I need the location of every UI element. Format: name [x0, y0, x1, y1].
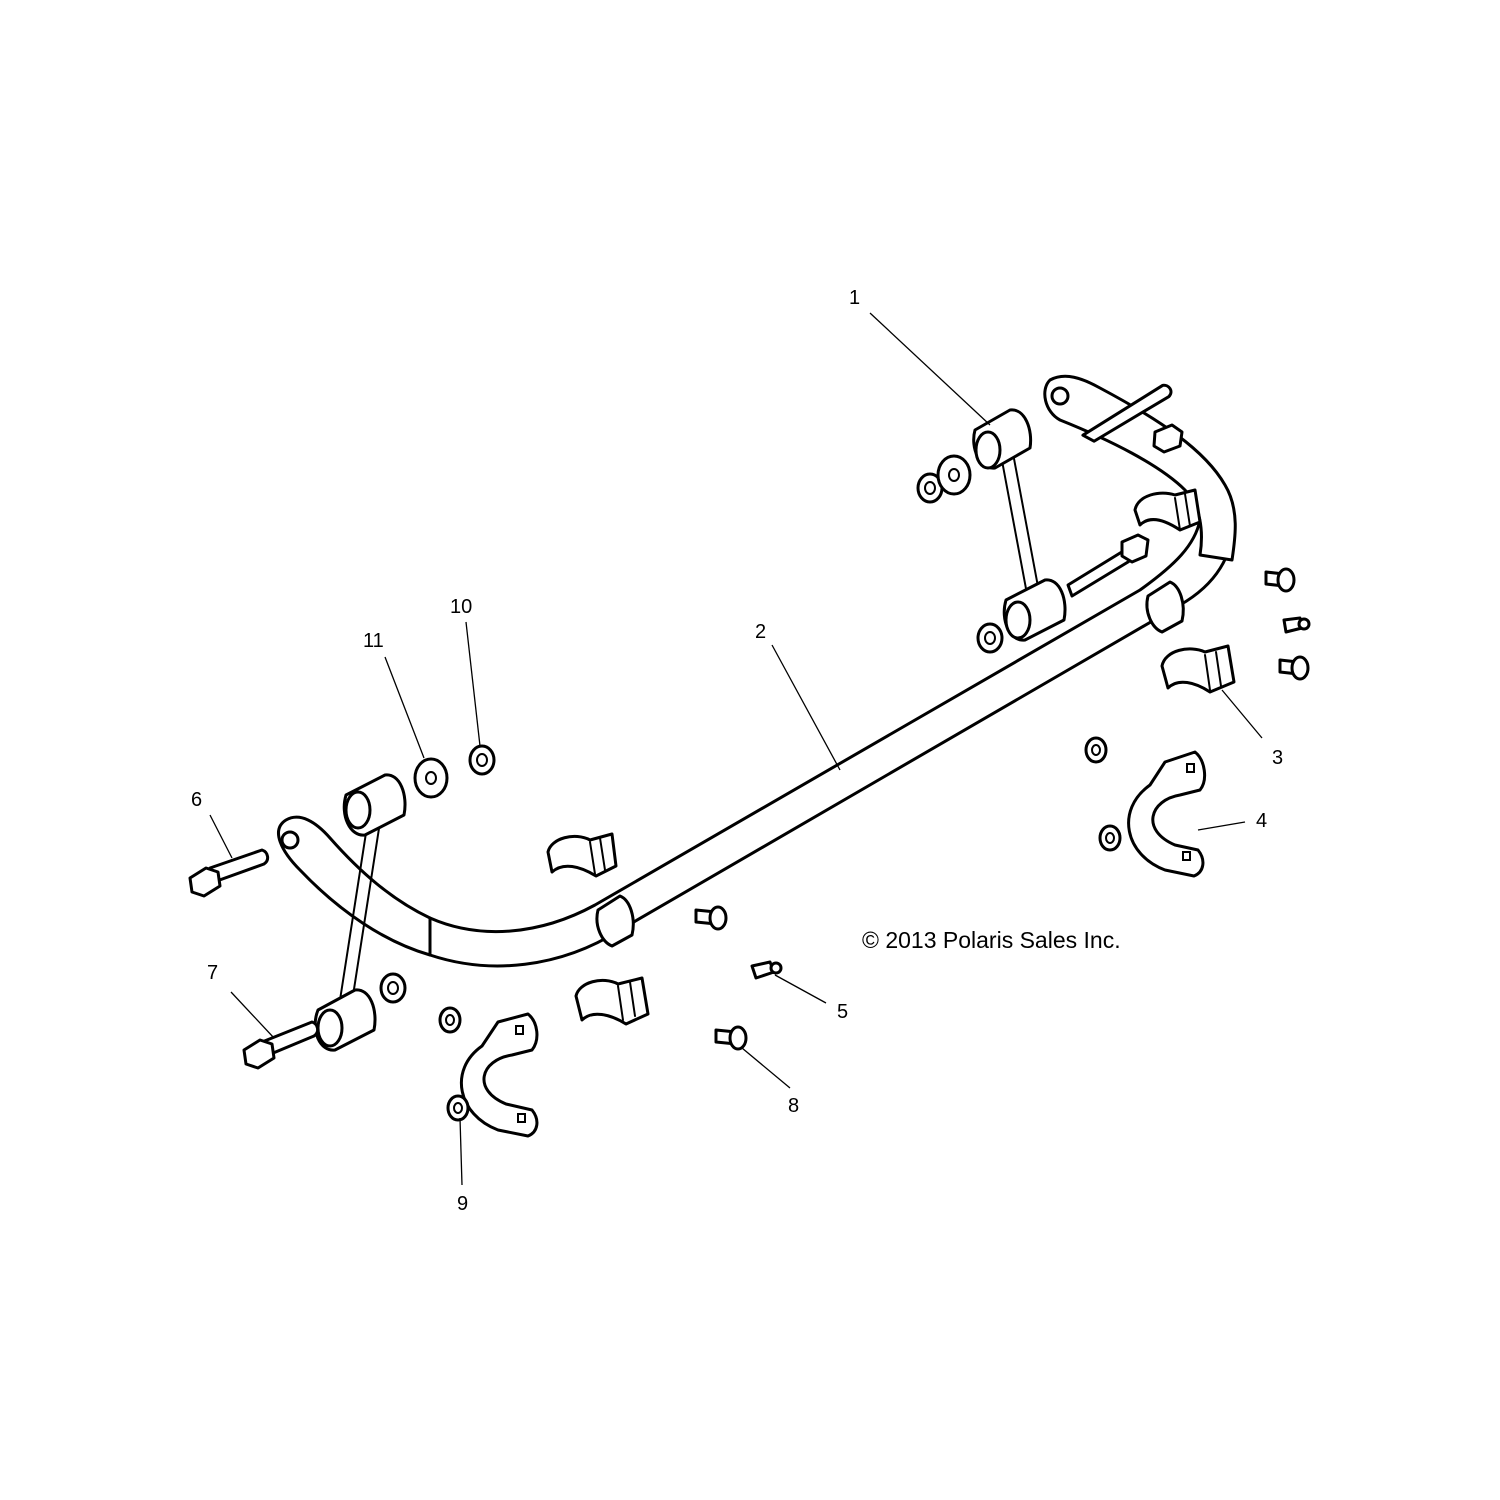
bracket-nut-4 — [1098, 824, 1122, 852]
callout-9: 9 — [457, 1193, 468, 1215]
link-bolt-lower-left — [242, 1020, 320, 1070]
grease-fitting-2 — [1282, 616, 1311, 634]
washer-left — [413, 757, 449, 799]
callouts: 1 2 3 4 5 6 7 8 9 10 11 — [191, 287, 1283, 1215]
bushing-bracket-left — [459, 1012, 539, 1138]
callout-2: 2 — [755, 621, 766, 643]
bracket-nut-2 — [446, 1094, 470, 1122]
callout-6: 6 — [191, 789, 202, 811]
stabilizer-bar — [277, 374, 1237, 968]
leader-lines — [209, 312, 1263, 1186]
stabilizer-link-right — [972, 408, 1067, 642]
link-nut-right-lower — [976, 622, 1004, 654]
washer-right — [936, 454, 972, 496]
bushing-bracket-right — [1127, 750, 1207, 878]
link-nut-left-upper — [468, 744, 496, 776]
bracket-bolt-2 — [714, 1025, 748, 1051]
bracket-bolt-4 — [1278, 655, 1310, 681]
bracket-nut-1 — [438, 1006, 462, 1034]
bracket-nut-3 — [1084, 736, 1108, 764]
bar-bushing-upper-right — [1133, 488, 1202, 532]
callout-1: 1 — [849, 287, 860, 309]
bar-bushing-lower-right — [1160, 644, 1236, 694]
bracket-bolt-3 — [1264, 567, 1296, 593]
link-bolt-upper-left — [188, 848, 270, 898]
link-nut-right-upper — [916, 472, 944, 504]
callout-4: 4 — [1256, 810, 1267, 832]
bar-bushing-lower-left — [574, 976, 650, 1026]
callout-10: 10 — [450, 596, 472, 618]
link-bolt-upper-right — [1081, 383, 1184, 454]
link-bolt-lower-right — [1066, 533, 1150, 598]
callout-5: 5 — [837, 1001, 848, 1023]
copyright-notice: © 2013 Polaris Sales Inc. — [862, 927, 1121, 953]
callout-7: 7 — [207, 962, 218, 984]
grease-fitting-1 — [750, 960, 783, 980]
callout-11: 11 — [363, 630, 384, 652]
callout-8: 8 — [788, 1095, 799, 1117]
bar-bushing-upper-left — [546, 832, 618, 878]
callout-3: 3 — [1272, 747, 1283, 769]
bracket-bolt-1 — [694, 905, 728, 931]
link-nut-left-lower — [379, 972, 407, 1004]
